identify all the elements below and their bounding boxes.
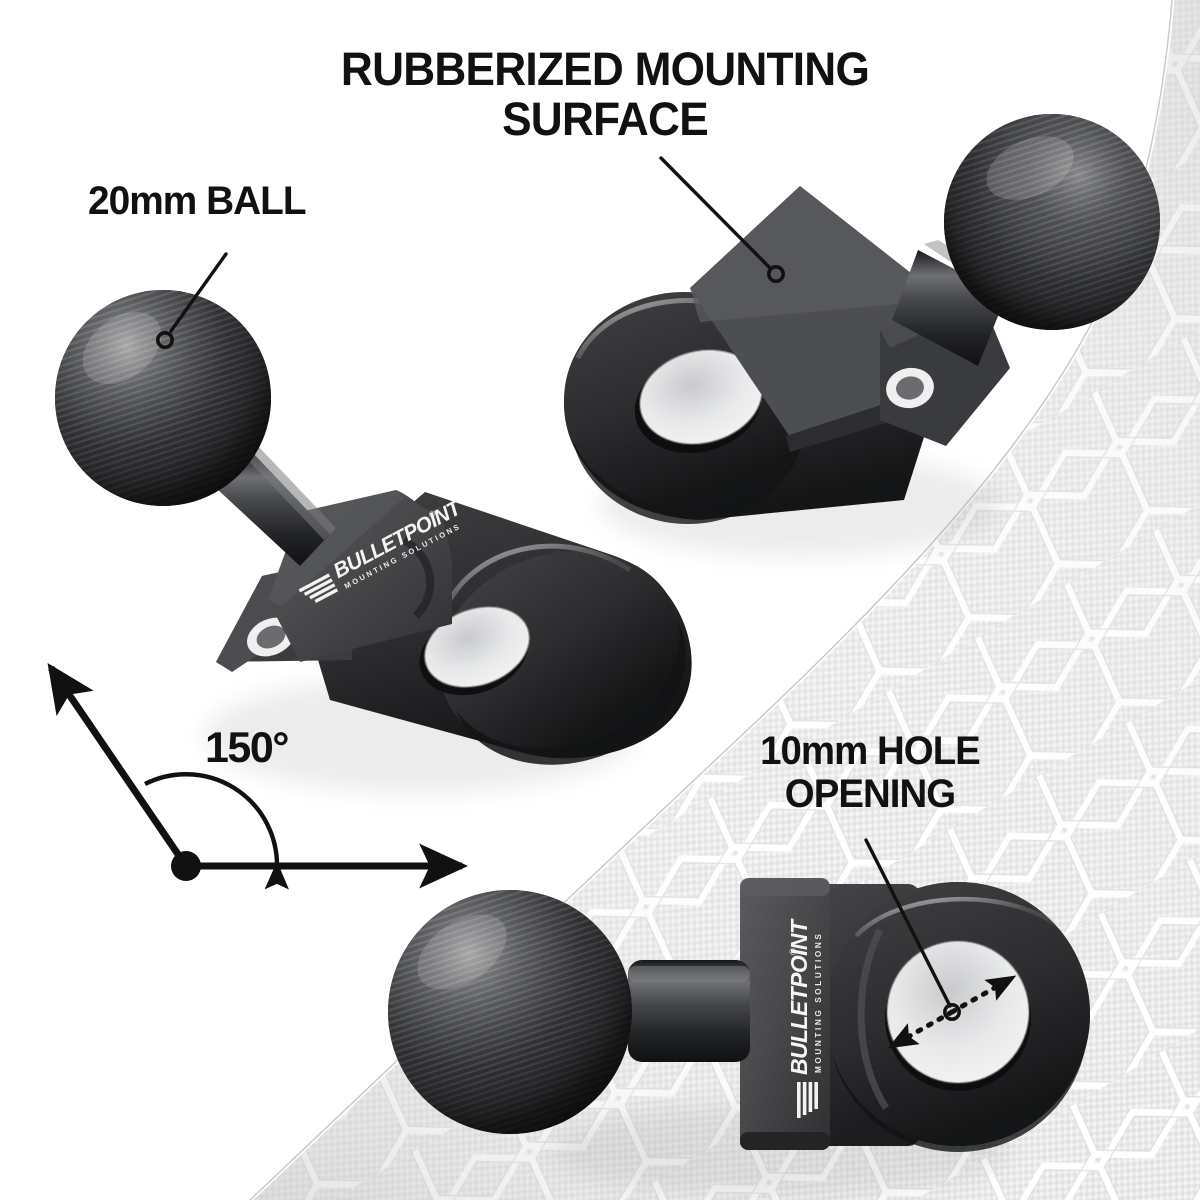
product-left-ring <box>300 492 692 765</box>
product-top-right-hole <box>639 349 763 445</box>
product-left-ball <box>55 290 271 506</box>
callout-rubberized-mounting-surface: RUBBERIZED MOUNTING SURFACE <box>340 42 870 145</box>
leader-20mm-ball <box>156 252 228 349</box>
brand-wordmark-bottom-right: BULLETPOINT <box>786 918 812 1075</box>
leader-dot-rubberized-surface <box>766 264 785 283</box>
product-left: BULLETPOINT ® MOUNTING SOLUTIONS <box>55 290 692 793</box>
product-bottom-right-neck <box>628 960 750 1062</box>
product-left-neck <box>216 446 336 566</box>
brand-logo-bottom-right: BULLETPOINT ® MOUNTING SOLUTIONS <box>786 918 823 1118</box>
product-left-logo-pad: BULLETPOINT ® MOUNTING SOLUTIONS <box>268 490 467 662</box>
angle-vertex-dot <box>171 851 201 881</box>
product-top-right <box>564 114 1160 557</box>
callout-150-degrees: 150° <box>205 724 289 772</box>
brand-mark-left <box>298 573 339 603</box>
brand-tagline-bottom-right: MOUNTING SOLUTIONS <box>814 932 823 1073</box>
leader-dot-20mm-ball <box>156 330 175 349</box>
hole-diameter-dimension <box>887 975 1017 1049</box>
brand-mark-bottom-right <box>797 1082 818 1118</box>
leader-dot-10mm-hole <box>942 1002 961 1021</box>
product-top-right-ball <box>944 114 1160 330</box>
product-bottom-right-ball <box>388 890 632 1134</box>
angle-diagram-150 <box>47 662 469 890</box>
leader-10mm-hole <box>864 838 961 1021</box>
callout-20mm-ball: 20mm BALL <box>88 179 307 223</box>
angle-arc <box>144 772 290 890</box>
angle-arm-diagonal <box>47 662 189 868</box>
product-left-hole <box>424 606 530 688</box>
svg-text:®: ® <box>788 948 798 955</box>
product-bottom-right-logo-block: BULLETPOINT ® MOUNTING SOLUTIONS <box>740 878 830 1150</box>
svg-text:®: ® <box>427 509 437 520</box>
callout-10mm-hole-opening: 10mm HOLE OPENING <box>760 729 981 817</box>
leader-rubberized-surface <box>659 156 785 283</box>
